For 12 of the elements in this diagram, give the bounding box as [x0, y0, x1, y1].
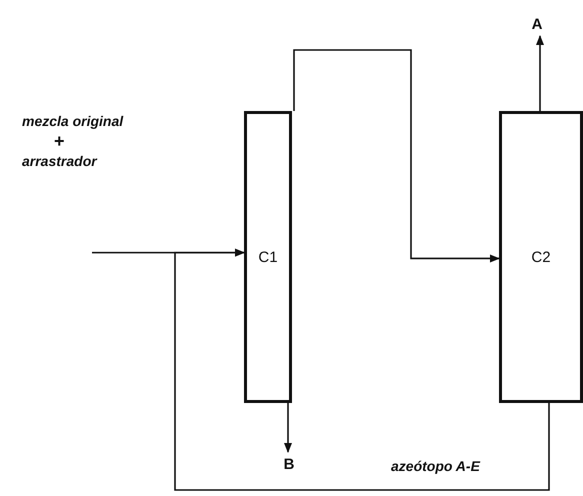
distillation-column: C2 — [499, 111, 583, 403]
flow-arrow — [293, 49, 500, 262]
flow-arrow — [174, 248, 550, 491]
stream-label: arrastrador — [22, 152, 97, 170]
stream-label: B — [284, 456, 294, 472]
edge-label: azeótopo A-E — [389, 458, 482, 474]
stream-label: mezcla original — [22, 112, 124, 130]
flow-arrow — [284, 403, 292, 453]
plus-sign: + — [54, 130, 65, 152]
stream-label: A — [532, 16, 542, 32]
flow-arrow — [536, 35, 544, 111]
distillation-column: C1 — [244, 111, 292, 403]
